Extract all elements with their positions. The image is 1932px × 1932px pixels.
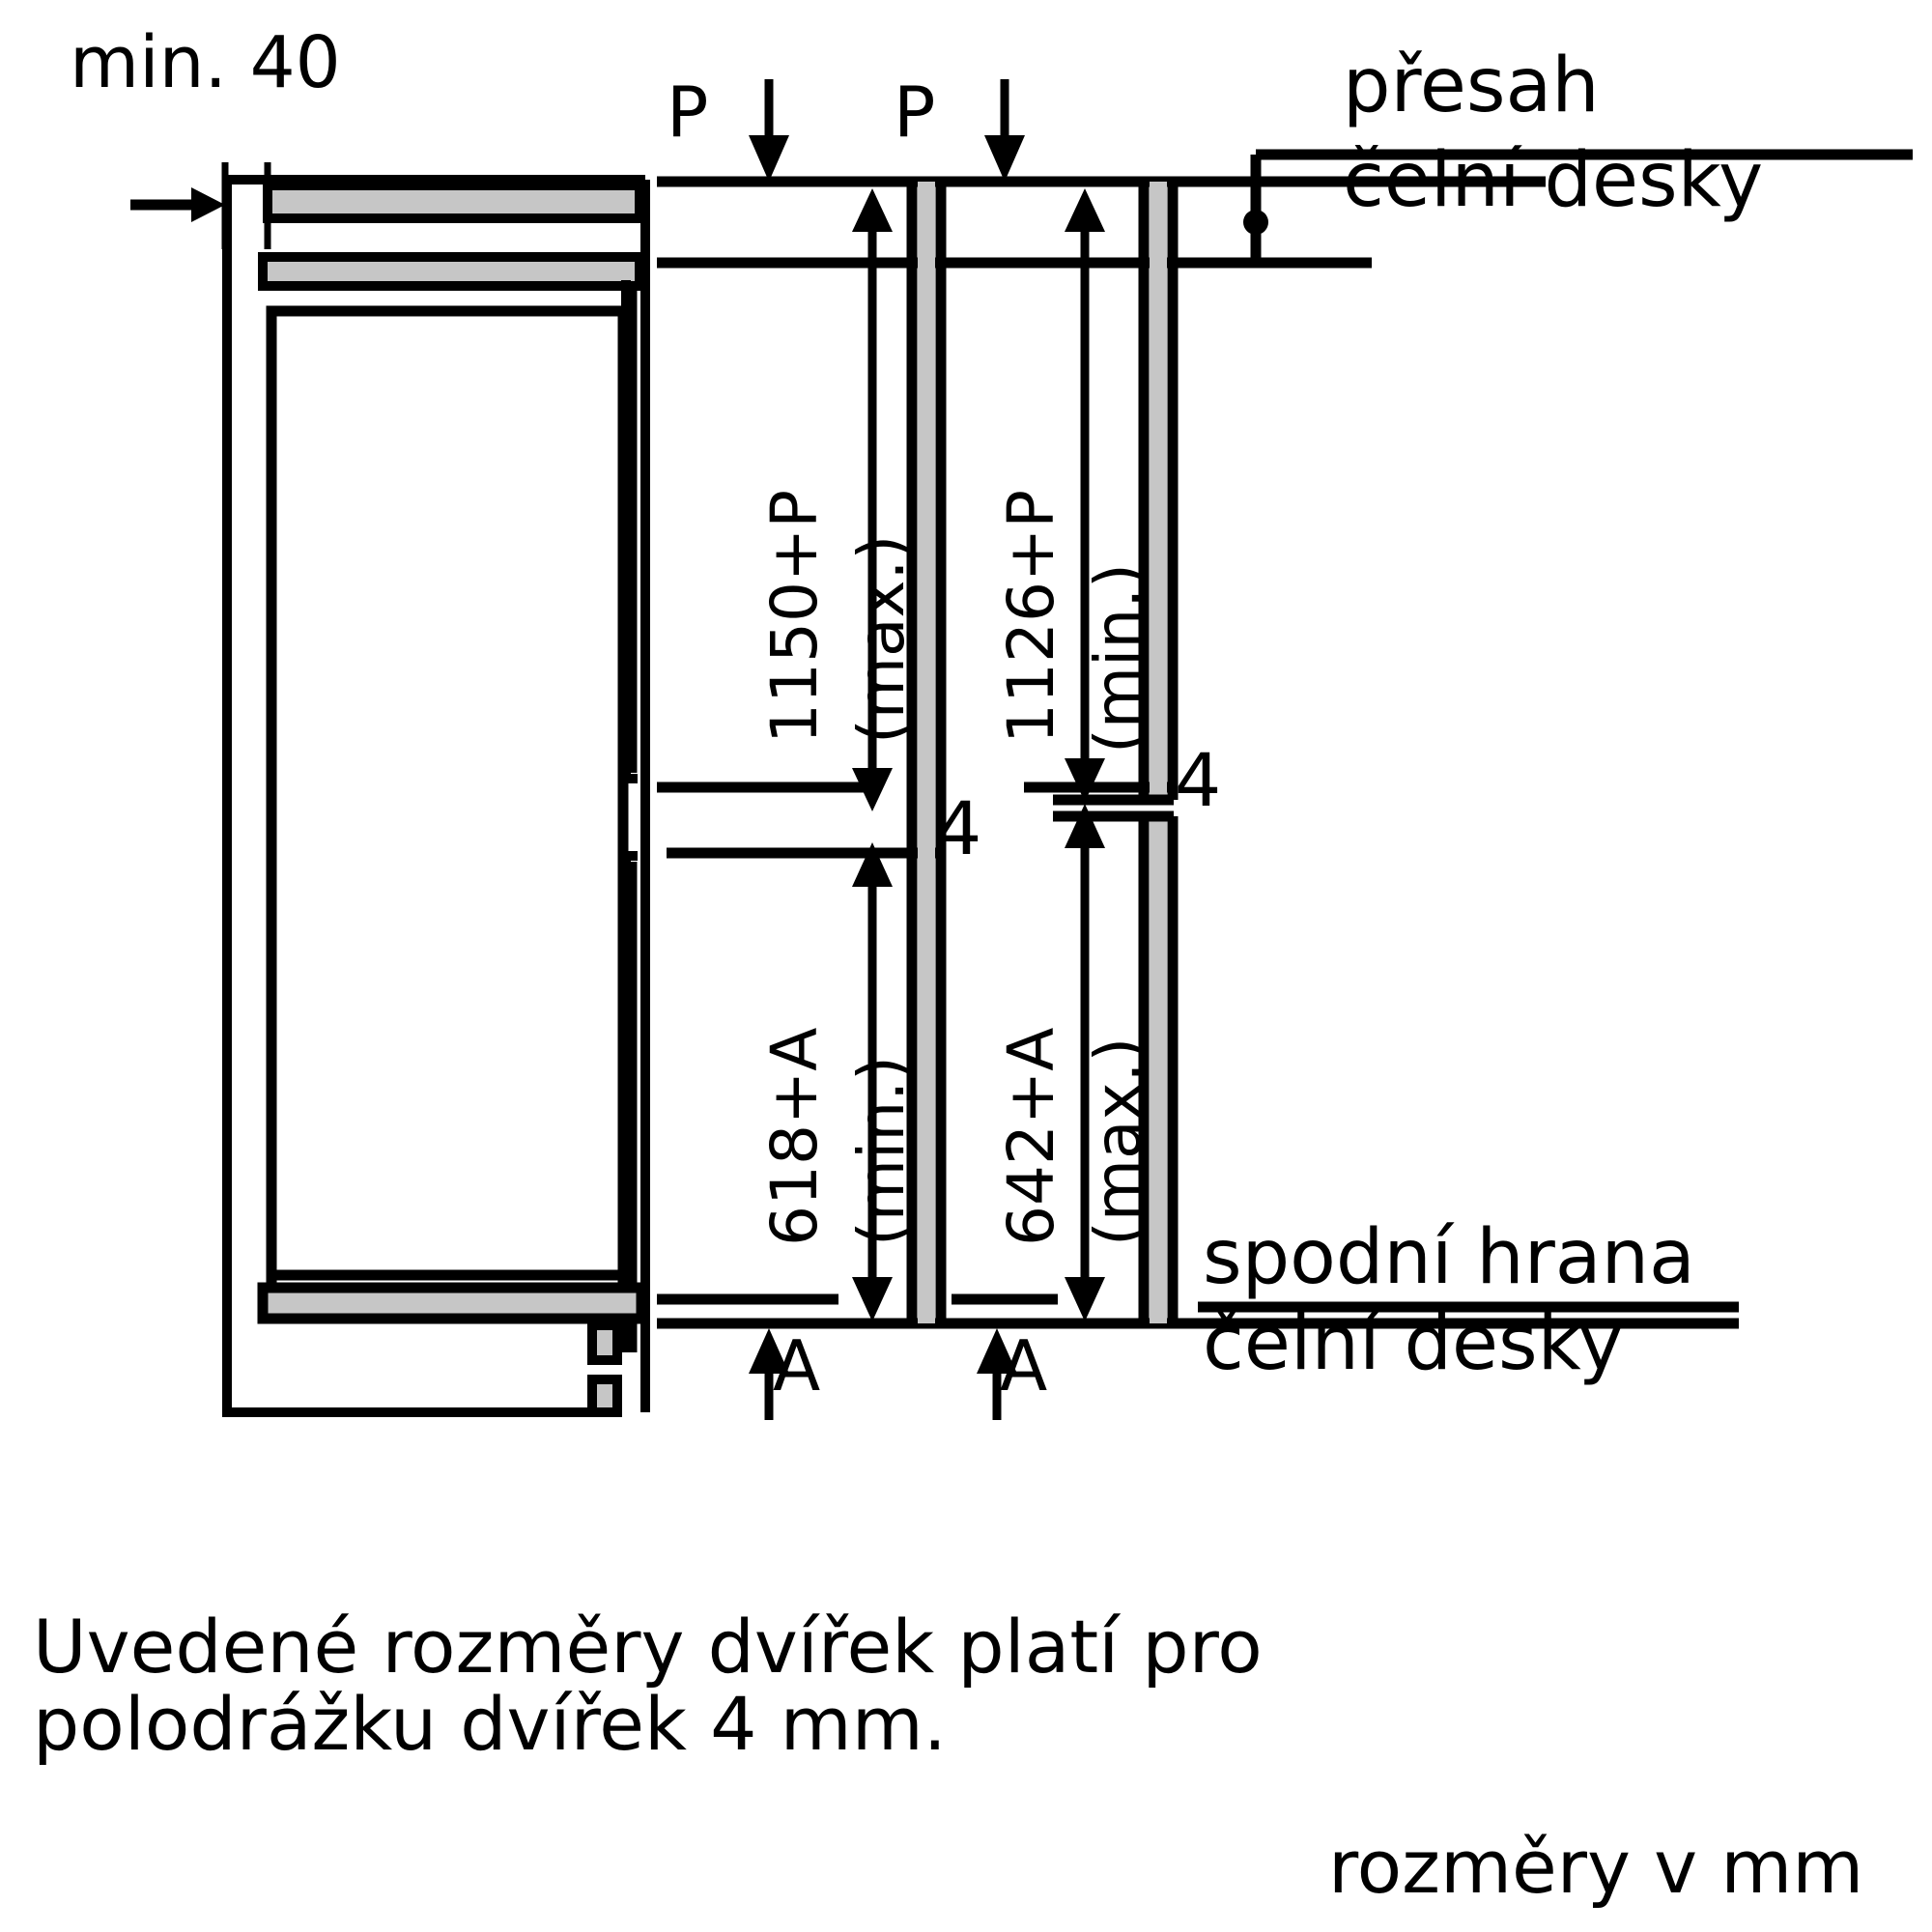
adjuster-block-upper	[587, 1321, 622, 1365]
dim-label-1150-qualifier: (max.)	[844, 534, 919, 744]
label-a-right: A	[1000, 1325, 1048, 1406]
dim-label-1126-value: 1126+P	[994, 489, 1068, 744]
dim-label-618-value: 618+A	[757, 1027, 832, 1246]
dim-arrow-1150	[852, 188, 893, 811]
units-label: rozměry v mm	[1328, 1824, 1864, 1910]
base-panel-bar	[257, 1282, 647, 1324]
reference-lines	[657, 176, 1739, 1329]
second-panel-bar	[258, 252, 644, 291]
dim-label-642-qualifier: (max.)	[1081, 1037, 1155, 1246]
dim-arrow-642	[1065, 804, 1105, 1321]
label-p-left: P	[667, 71, 709, 153]
inner-cavity	[266, 305, 629, 1281]
appliance-cross-section	[222, 175, 650, 1417]
dim-label-1126-qualifier: (min.)	[1081, 563, 1155, 753]
callout-presah-line2: čelní desky	[1343, 137, 1764, 224]
dim-label-618-qualifier: (min.)	[844, 1056, 919, 1246]
label-gap-4-center: 4	[935, 785, 982, 871]
top-panel-bar	[263, 181, 644, 223]
door-panel-bars	[906, 182, 1179, 1323]
note-line-2: polodrážku dvířek 4 mm.	[33, 1681, 947, 1767]
dim-arrow-1126	[1065, 188, 1105, 802]
dim-label-1150-value: 1150+P	[757, 489, 832, 744]
dim-arrow-618	[852, 842, 893, 1321]
callout-presah	[1243, 149, 1913, 261]
label-p-right: P	[894, 71, 936, 153]
callout-spodni-line1: spodní hrana	[1203, 1214, 1695, 1301]
adjuster-block-lower	[587, 1375, 622, 1417]
a-arrows	[749, 1328, 1017, 1420]
label-gap-4-right: 4	[1175, 737, 1222, 823]
label-a-left: A	[773, 1325, 821, 1406]
label-min-40: min. 40	[70, 21, 341, 104]
callout-spodni-line2: čelní desky	[1203, 1300, 1624, 1387]
note-line-1: Uvedené rozměry dvířek platí pro	[33, 1604, 1263, 1690]
callout-presah-line1: přesah	[1343, 43, 1600, 129]
gap-4-tick-marks	[1053, 794, 1174, 822]
p-arrows	[749, 79, 1025, 182]
dim-label-642-value: 642+A	[994, 1027, 1068, 1246]
